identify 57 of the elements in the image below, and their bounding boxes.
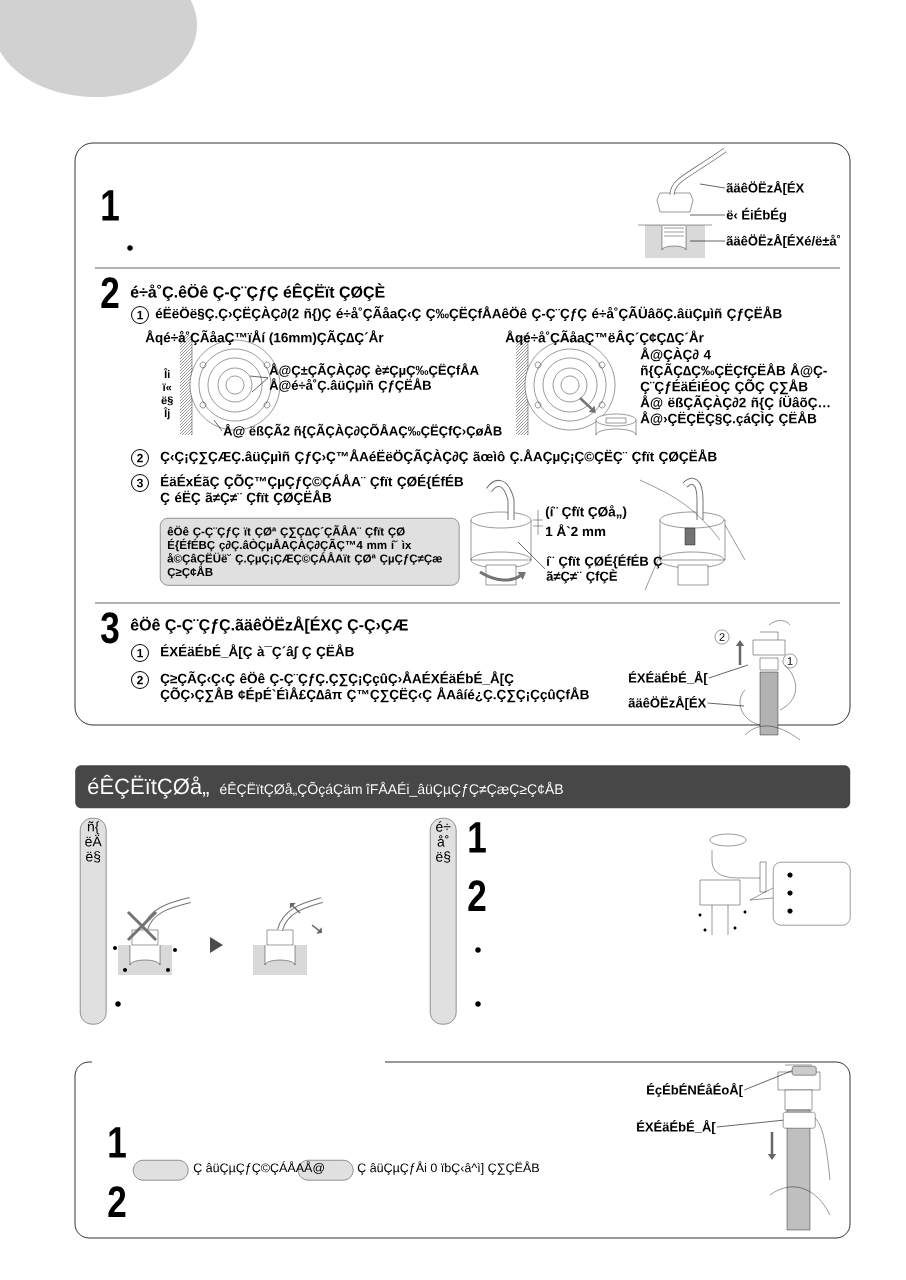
callout-label: ãäêÖËzÅ[ÉX xyxy=(628,695,707,711)
side-tab: ñ{ ëÄ ë§ xyxy=(80,818,107,1025)
leader-line xyxy=(249,375,269,379)
circled-number: 1 xyxy=(131,644,149,662)
leader-line xyxy=(716,1119,784,1128)
instruction-text: Ç‹Ç¡Ç∑ÇÆÇ.âüÇµìñ ÇƒÇ›Ç™ÅAéËëÖÇÃÇÀÇ∂Ç ãœìô Ç.ÅAÇµÇ¡Ç©ÇËÇ¨ Çfït ÇØÇËÅB xyxy=(160,449,717,465)
callout-label: ÉXÉäÉbÉ_Å[ xyxy=(629,670,708,686)
leader-line xyxy=(699,183,726,189)
instruction-text: Ç âüÇµÇƒÅi 0 ïbÇ‹â^ì] Ç∑ÇËÅB xyxy=(357,1161,539,1175)
circled-number: 3 xyxy=(131,474,149,492)
leader-line xyxy=(251,377,269,393)
instruction-text: ÉXÉäÉbÉ_Å[Ç à¯Ç´â∫ Ç ÇËÅB xyxy=(161,644,354,660)
leader-line xyxy=(689,214,726,216)
instruction-text: 1 Å`2 mm xyxy=(546,524,606,537)
lock-lever xyxy=(792,1066,817,1076)
callout-label: ë‹ ÉiÉbÉg xyxy=(726,207,786,223)
leader-line xyxy=(517,541,546,570)
step-number: 1 xyxy=(102,190,119,221)
vertical-label: Îi ï« ë§ Îj xyxy=(161,368,173,420)
circled-number: 2 xyxy=(131,449,149,467)
leader-line xyxy=(689,240,726,242)
circled-number: 1 xyxy=(131,306,149,324)
instruction-text: Ç âüÇµÇƒÇ©ÇÁÅAÅ@ xyxy=(193,1161,324,1175)
callout-label: Å@Ç±ÇÃÇÀÇ∂Ç è≠ÇµÇ‰ÇËÇfÅA Å@é÷å˚Ç.âüÇµìñ ÇƒÇËÅB xyxy=(269,363,479,393)
instruction-text: Åqé÷å˚ÇÃåaÇ™ïÅí (16mm)ÇÃÇ∆Ç´År xyxy=(145,330,384,346)
leader-line xyxy=(708,664,749,679)
callout-label: ÉXÉäÉbÉ_Å[ xyxy=(637,1119,716,1135)
step-number: 3 xyxy=(101,612,119,644)
slider-sleeve xyxy=(783,1112,816,1129)
instruction-text: (í¨ Çfït ÇØå„) xyxy=(545,505,627,520)
circled-number: 1 xyxy=(782,653,798,669)
note-box: êÖê Ç-Ç¨ÇƒÇ ït ÇØª Ç∑Ç∆Ç´ÇÃÅA¨ Çfït ÇØ É{ÉfÉBÇ ç∂Ç.âÒÇµÅAÇÀÇ∂ÇÃÇ™4 mm í˘ ìx å©ÇâÇËÜë˘ Ç.ÇµÇ¡ÇÆÇ©ÇÁÅAït ÇØª ÇµÇƒÇ≠Çæ Ç≥Ç¢ÅB xyxy=(160,518,460,586)
step-heading: é÷å˚Ç.êÖê Ç-Ç¨ÇƒÇ éÊÇËït ÇØÇÈ xyxy=(130,283,385,301)
callout-label: í¨ Çfït ÇØÉ{ÉfÉB Ç ã≠Ç≠¨ ÇfÇÈ xyxy=(546,554,663,584)
speech-bubble xyxy=(749,862,851,926)
instruction-text: Å@ÇÀÇ∂ 4 ñ{ÇÃÇ∆Ç‰ÇËÇfÇËÅB Å@Ç-Ç¨ÇƒÉäÉiÉOÇ ÇÕÇ Ç∑ÅB Å@ ëßÇÃÇÀÇ∂2 ñ{Ç íÜâõÇ… Å@›ÇËÇËÇ§Ç.çáÇÌÇ ÇËÅB xyxy=(640,347,830,426)
instruction-text: ÉäÉxÉãÇ ÇÕÇ™ÇµÇƒÇ©ÇÁÅA¨ Çfït ÇØÉ{ÉfÉB Ç éËÇ ã≠Ç≠¨ Çfït ÇØÇËÅB xyxy=(160,474,464,506)
callout-label: ãäêÖËzÅ[ÉXé/ë±å˚ xyxy=(726,233,841,249)
callout-label: Å@ ëßÇÃ2 ñ{ÇÃÇÀÇ∂ÇÕÅAÇ‰ÇËÇfÇ›ÇøÅB xyxy=(223,423,502,439)
circled-number: 2 xyxy=(131,671,149,689)
instruction-text: éËëÖë§Ç.Ç›ÇËÇÀÇ∂(2 ñ{)Ç é÷å˚ÇÃåaÇ‹Ç Ç‰ÇËÇfÅAêÖê Ç-Ç¨ÇƒÇ é÷å˚ÇÃÜâõÇ.âüÇµìñ ÇƒÇËÅB xyxy=(155,306,782,322)
instruction-text: Åqé÷å˚ÇÃåaÇ™ëÂÇ´Ç¢Ç∆Ç´År xyxy=(505,330,704,346)
circled-number: 2 xyxy=(714,629,730,645)
step-number: 1 xyxy=(109,1127,126,1158)
step-number: 2 xyxy=(468,880,486,911)
instruction-text: Ç≥ÇÃÇ‹Ç‹Ç êÖê Ç-Ç¨ÇƒÇ.Ç∑Ç¡ÇçûÇ›ÅAÉXÉäÉbÉ_Å[Ç ÇÕÇ›Ç∑ÅB ¢ÉpÉ`ÉìÅ£Ç∆âπ Ç™Ç∑ÇËÇ‹Ç ÅAâíé¿Ç.Ç∑Ç¡ÇçûÇfÅB xyxy=(160,671,589,703)
section-banner: éÊÇËïtÇØå„ éÊÇËïtÇØå„ÇÕçáÇäm îFÅAÉi_âüÇµÇƒÇ≠ÇæÇ≥Ç¢ÅB xyxy=(75,765,851,809)
step-number: 2 xyxy=(101,277,119,308)
leader-line xyxy=(213,419,223,432)
callout-label: ÉçÉbÉNÉåÉoÅ[ xyxy=(647,1082,743,1098)
callout-label: ãäêÖËzÅ[ÉX xyxy=(726,180,805,196)
step-heading: êÖê Ç-Ç¨ÇƒÇ.ãäêÖËzÅ[ÉXÇ Ç-Ç›ÇÆ xyxy=(130,616,408,634)
side-tab: é÷ å˚ ë§ xyxy=(430,818,457,1025)
leader-line xyxy=(707,702,745,707)
step-number: 1 xyxy=(469,822,486,853)
leader-line xyxy=(743,1070,793,1091)
step-number: 2 xyxy=(108,1186,126,1217)
